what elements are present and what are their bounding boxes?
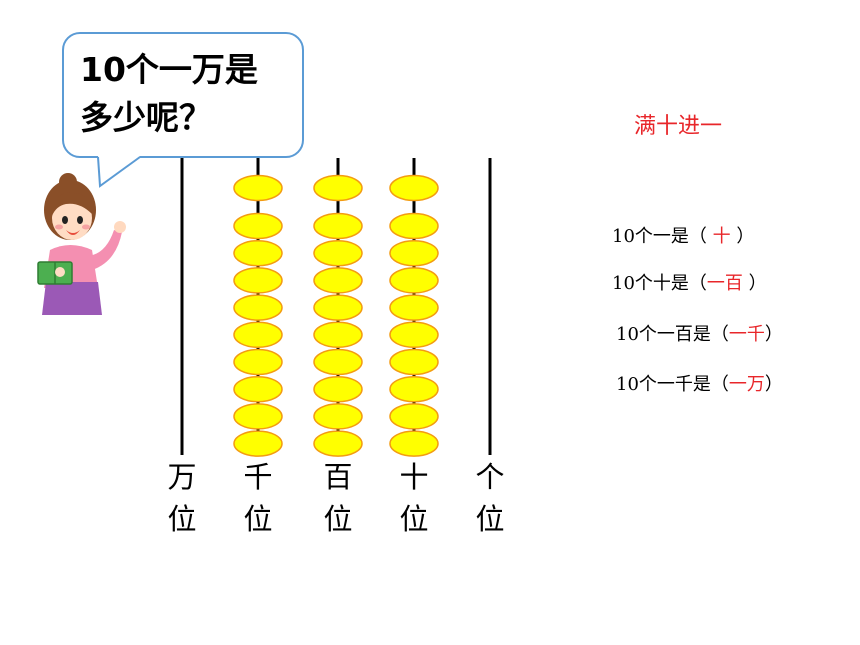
fact-tens: 10个十是（一百 ） (612, 273, 767, 294)
place-label-thousands: 千位 (243, 460, 273, 536)
fact-answer: 一百 (706, 273, 743, 294)
bead-tens (389, 174, 439, 202)
speech-line-1: 10个一万是 (80, 50, 258, 89)
bead-hundreds (313, 403, 363, 430)
fact-hundreds: 10个一百是（一千） (616, 324, 783, 345)
bead-thousands (233, 430, 283, 457)
speech-bubble-tail (97, 156, 141, 188)
bead-thousands (233, 375, 283, 403)
bead-hundreds (313, 174, 363, 202)
bead-tens (389, 430, 439, 457)
bead-tens (389, 267, 439, 294)
bead-tens (389, 321, 439, 349)
bead-tens (389, 375, 439, 403)
bead-hundreds (313, 321, 363, 349)
bead-tens (389, 212, 439, 240)
place-label-ten-thousands: 万位 (167, 460, 197, 536)
speech-line-2: 多少呢？ (80, 98, 212, 137)
place-label-tens: 十位 (399, 460, 429, 536)
bead-tens (389, 294, 439, 321)
speech-bubble: 10个一万是 多少呢？ (62, 32, 304, 158)
place-label-ones: 个位 (475, 460, 505, 536)
bead-thousands (233, 403, 283, 430)
fact-answer: 一万 (728, 374, 765, 395)
bead-hundreds (313, 239, 363, 267)
bead-tens (389, 239, 439, 267)
bead-hundreds (313, 294, 363, 321)
teacher-icon (37, 173, 126, 315)
rule-title: 满十进一 (634, 114, 723, 139)
fact-answer: 一千 (728, 324, 765, 345)
bead-hundreds (313, 430, 363, 457)
bead-tens (389, 348, 439, 376)
bead-thousands (233, 212, 283, 240)
bead-thousands (233, 174, 283, 202)
fact-thousands: 10个一千是（一万） (616, 374, 783, 395)
bead-hundreds (313, 375, 363, 403)
bead-thousands (233, 294, 283, 321)
speech-bubble-text: 10个一万是 多少呢？ (80, 46, 295, 142)
fact-ones: 10个一是（ 十 ） (612, 226, 755, 247)
bead-thousands (233, 239, 283, 267)
bead-hundreds (313, 267, 363, 294)
bead-thousands (233, 348, 283, 376)
bead-hundreds (313, 212, 363, 240)
bead-thousands (233, 321, 283, 349)
place-label-hundreds: 百位 (323, 460, 353, 536)
bead-thousands (233, 267, 283, 294)
fact-answer: 十 (706, 226, 737, 247)
bead-hundreds (313, 348, 363, 376)
bead-tens (389, 403, 439, 430)
